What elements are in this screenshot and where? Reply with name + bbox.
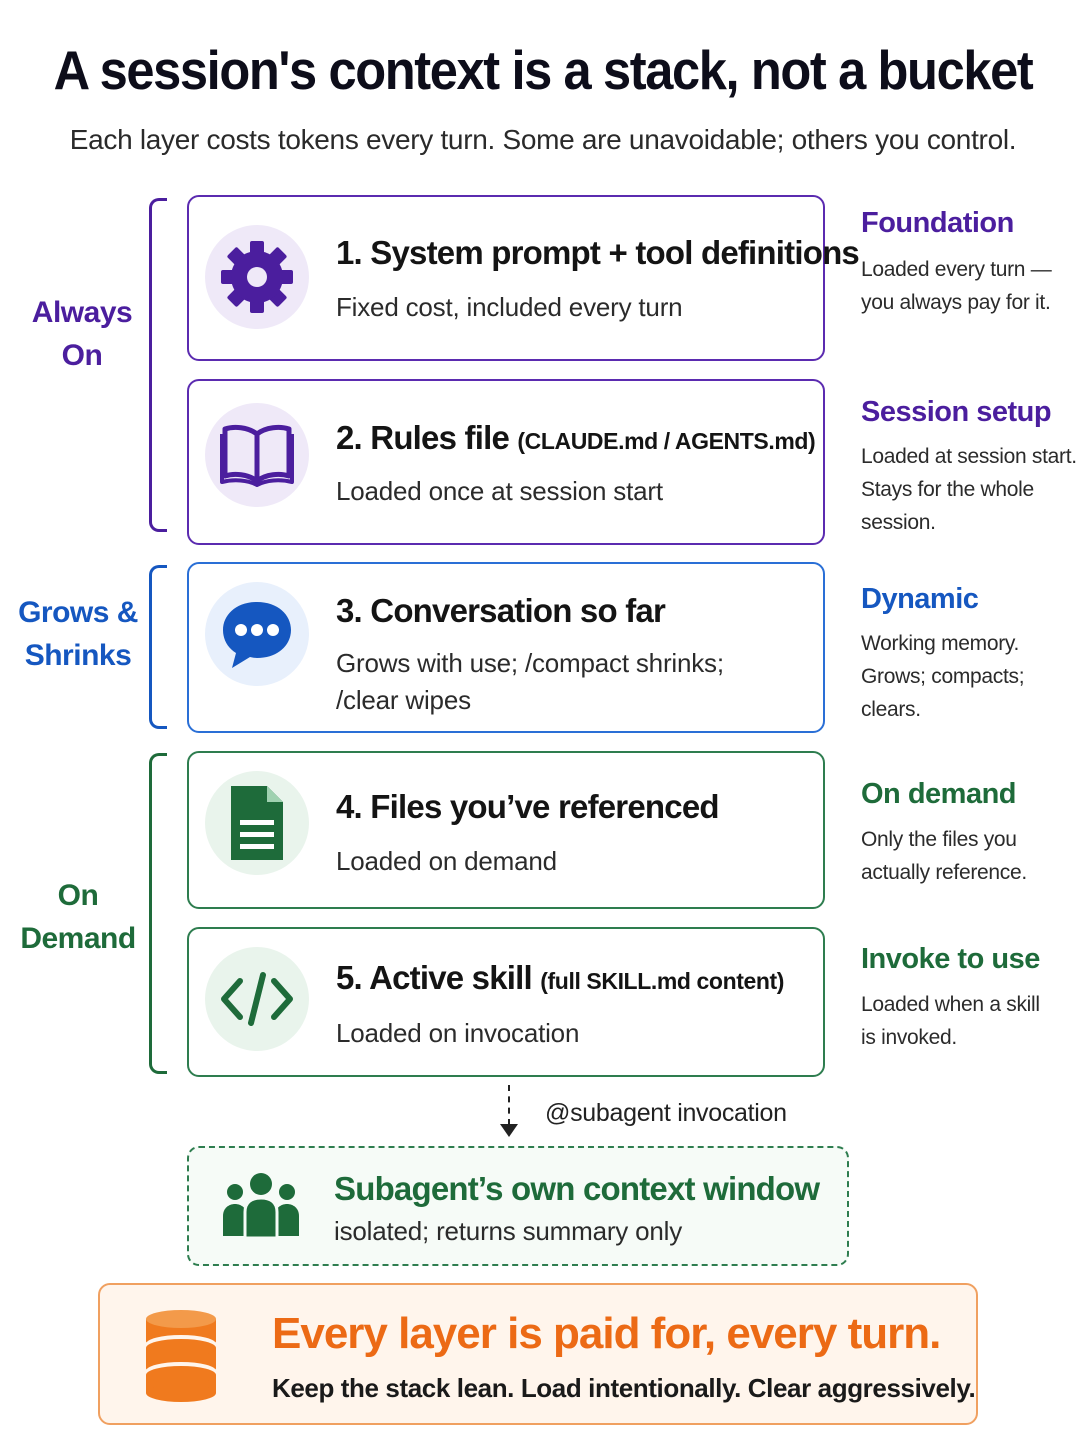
code-icon [205, 947, 309, 1051]
people-icon [221, 1170, 301, 1240]
gear-icon [205, 225, 309, 329]
note-text-dynamic: Working memory. Grows; compacts; clears. [861, 632, 1025, 721]
layer-title: 5. Active skill (full SKILL.md content) [336, 959, 784, 997]
note-title-invoke: Invoke to use [861, 943, 1040, 975]
layer-title-paren: (CLAUDE.md / AGENTS.md) [517, 428, 816, 454]
document-icon [205, 771, 309, 875]
layer-desc: Fixed cost, included every turn [336, 292, 683, 322]
layer-card-conversation: 3. Conversation so far Grows with use; /… [187, 562, 825, 733]
footer-callout: Every layer is paid for, every turn. Kee… [98, 1283, 978, 1425]
subagent-arrow-head [500, 1124, 518, 1137]
layer-card-active-skill: 5. Active skill (full SKILL.md content) … [187, 927, 825, 1077]
layer-title-main: 2. Rules file [336, 419, 510, 456]
layer-card-system-prompt: 1. System prompt + tool definitions Fixe… [187, 195, 860, 361]
layer-title: 4. Files you’ve referenced [336, 788, 720, 825]
note-title-on-demand: On demand [861, 778, 1017, 810]
layer-desc: Loaded on demand [336, 846, 557, 876]
subagent-box: Subagent’s own context window isolated; … [187, 1146, 849, 1266]
page-subtitle: Each layer costs tokens every turn. Some… [69, 124, 1017, 155]
layer-title-main: 5. Active skill [336, 959, 533, 996]
note-text-on-demand: Only the files you actually reference. [861, 828, 1027, 884]
bracket-grows-shrinks [149, 565, 167, 729]
layer-card-files: 4. Files you’ve referenced Loaded on dem… [187, 751, 825, 909]
footer-title: Every layer is paid for, every turn. [272, 1309, 941, 1358]
layer-card-rules-file: 2. Rules file (CLAUDE.md / AGENTS.md) Lo… [187, 379, 825, 545]
note-text-session-setup: Loaded at session start. Stays for the w… [861, 445, 1077, 534]
layer-desc: Loaded on invocation [336, 1018, 580, 1048]
database-icon [142, 1307, 220, 1405]
note-title-foundation: Foundation [861, 207, 1014, 239]
layer-title: 2. Rules file (CLAUDE.md / AGENTS.md) [336, 419, 816, 457]
group-label-always-on: Always On [31, 296, 133, 372]
chat-bubble-icon [205, 582, 309, 686]
layer-title: 3. Conversation so far [336, 592, 666, 629]
note-title-session-setup: Session setup [861, 396, 1052, 428]
group-label-on-demand: On Demand [20, 879, 136, 955]
subagent-title: Subagent’s own context window [334, 1170, 820, 1207]
note-text-invoke: Loaded when a skill is invoked. [861, 993, 1040, 1049]
subagent-arrow-line [508, 1085, 510, 1125]
subagent-arrow-label: @subagent invocation [545, 1099, 787, 1127]
note-title-dynamic: Dynamic [861, 583, 979, 615]
layer-title-paren: (full SKILL.md content) [540, 968, 785, 994]
page-title: A session's context is a stack, not a bu… [53, 39, 1034, 101]
book-icon [205, 403, 309, 507]
layer-title: 1. System prompt + tool definitions [336, 234, 860, 271]
subagent-desc: isolated; returns summary only [334, 1216, 683, 1246]
note-text-foundation: Loaded every turn — you always pay for i… [861, 258, 1052, 314]
group-label-grows-shrinks: Grows & Shrinks [18, 596, 138, 672]
bracket-always-on [149, 198, 167, 532]
bracket-on-demand [149, 753, 167, 1074]
layer-desc: Loaded once at session start [336, 476, 663, 506]
footer-subtitle: Keep the stack lean. Load intentionally.… [272, 1373, 976, 1403]
layer-desc: Grows with use; /compact shrinks; /clear… [336, 648, 724, 715]
